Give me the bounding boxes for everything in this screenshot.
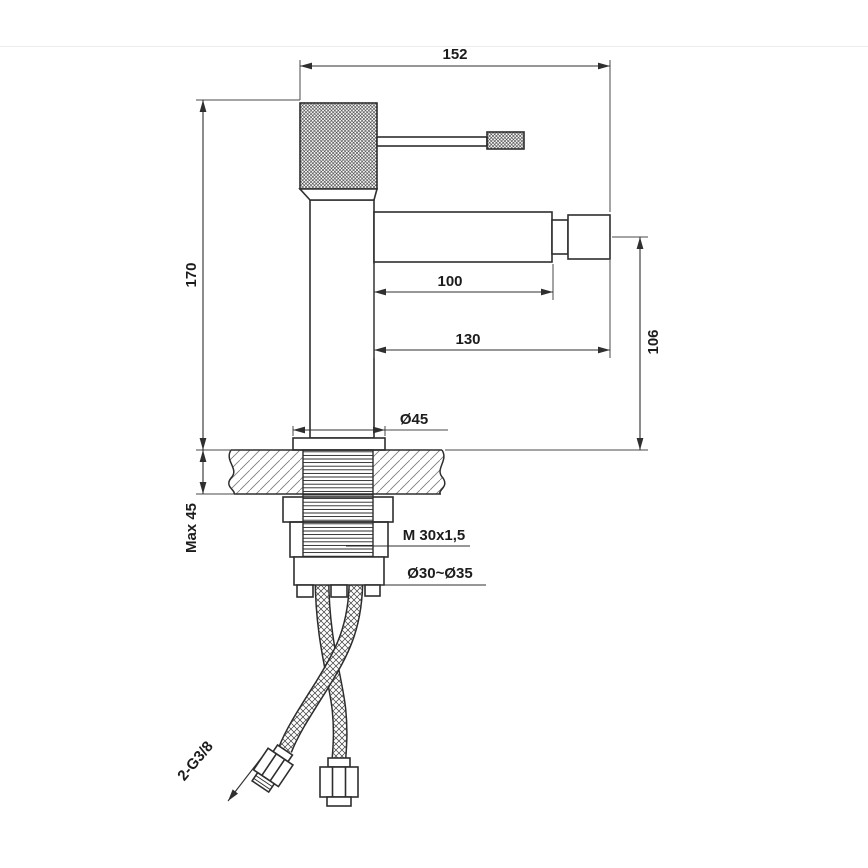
counter-break-left (228, 449, 235, 495)
locknut-tab-center (330, 584, 348, 598)
dim-spout-height-label: 106 (645, 329, 662, 354)
handle-chamfer (298, 188, 379, 201)
leader-hose-thread (227, 756, 263, 802)
dim-max-deck-thickness-label: Max 45 (183, 503, 200, 553)
dim-thread-spec-label: M 30x1,5 (403, 527, 466, 544)
lever-bar (376, 136, 488, 147)
hose-fitting-vertical (319, 757, 359, 807)
faucet-column (309, 199, 375, 439)
dim-spout-total-reach-label: 130 (455, 331, 480, 348)
sheet-top-rule (0, 46, 868, 47)
aerator (567, 214, 611, 260)
dim-hole-diameter-label: Ø30~Ø35 (407, 565, 472, 582)
base-flange (292, 437, 386, 451)
lever-grip (486, 131, 525, 150)
counter-break-right (439, 449, 446, 495)
flex-hose-right (314, 577, 348, 759)
mounting-hardware (250, 449, 394, 807)
countertop-section (228, 449, 446, 495)
handle (298, 102, 525, 201)
dim-total-width-label: 152 (442, 46, 467, 63)
dim-spout-reach-label: 100 (437, 273, 462, 290)
flex-hoses (278, 577, 364, 759)
dim-base-diameter-label: Ø45 (400, 411, 428, 428)
spout-body (373, 211, 553, 263)
locknut-tab-right (364, 584, 381, 597)
hex-flat-lines (261, 753, 286, 782)
hex-flat-lines (331, 767, 347, 797)
spout-neck (551, 219, 569, 255)
castellated-locknut (293, 556, 385, 598)
dimension-layer: 152 170 100 130 106 Ø45 Max 45 M 30x1,5 … (174, 46, 662, 802)
locknut-body (293, 556, 385, 586)
fitting-thread-lines (253, 775, 273, 790)
dim-body-height-label: 170 (183, 262, 200, 287)
dim-hose-thread-label: 2-G3/8 (174, 738, 217, 784)
locknut-tab-left (296, 584, 314, 598)
threaded-shank (302, 449, 374, 558)
knurled-handle (299, 102, 378, 190)
faucet-body (292, 102, 611, 451)
flex-hose-left (278, 577, 364, 753)
counter-left-hatch (228, 450, 303, 494)
counter-right-hatch (373, 450, 445, 494)
spout (373, 211, 611, 263)
